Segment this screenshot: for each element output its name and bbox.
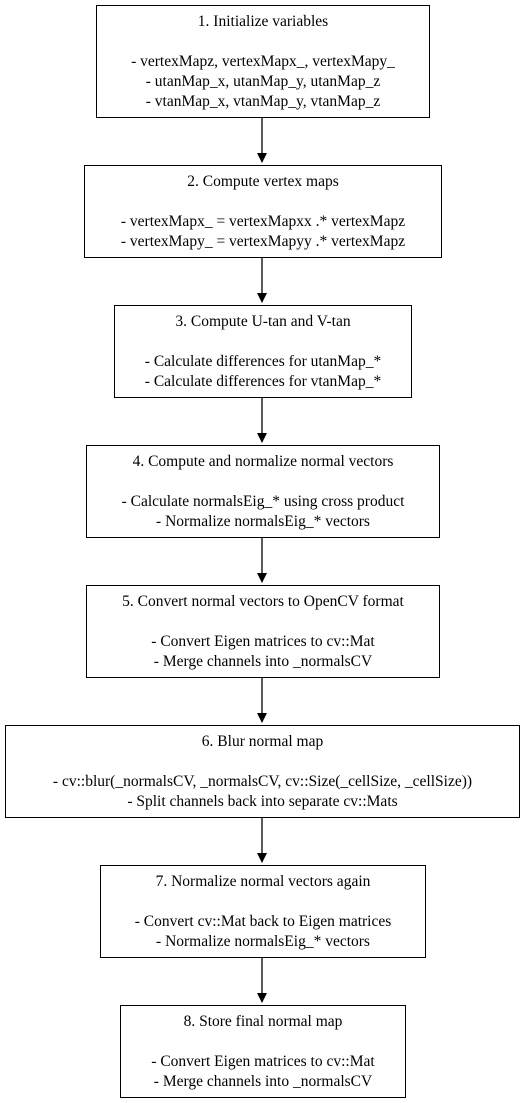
step-1-detail-2: - utanMap_x, utanMap_y, utanMap_z bbox=[145, 73, 381, 90]
step-5-title: 5. Convert normal vectors to OpenCV form… bbox=[122, 593, 404, 610]
step-8-box: 8. Store final normal map - Convert Eige… bbox=[120, 1005, 406, 1098]
step-6-detail-1: - cv::blur(_normalsCV, _normalsCV, cv::S… bbox=[52, 773, 473, 790]
step-6-title: 6. Blur normal map bbox=[201, 733, 324, 750]
step-4-detail-1: - Calculate normalsEig_* using cross pro… bbox=[121, 493, 405, 510]
step-4-detail-2: - Normalize normalsEig_* vectors bbox=[156, 513, 370, 530]
step-5-detail-1: - Convert Eigen matrices to cv::Mat bbox=[151, 633, 375, 650]
step-4-title: 4. Compute and normalize normal vectors bbox=[132, 453, 394, 470]
step-2-box: 2. Compute vertex maps - vertexMapx_ = v… bbox=[84, 165, 442, 258]
step-3-detail-2: - Calculate differences for vtanMap_* bbox=[144, 373, 382, 390]
step-1-box: 1. Initialize variables - vertexMapz, ve… bbox=[96, 5, 430, 118]
step-3-title: 3. Compute U-tan and V-tan bbox=[175, 313, 351, 330]
step-6-box: 6. Blur normal map - cv::blur(_normalsCV… bbox=[5, 725, 520, 818]
step-4-box: 4. Compute and normalize normal vectors … bbox=[86, 445, 440, 538]
step-2-title: 2. Compute vertex maps bbox=[187, 173, 339, 190]
step-7-detail-1: - Convert cv::Mat back to Eigen matrices bbox=[134, 913, 392, 930]
step-3-box: 3. Compute U-tan and V-tan - Calculate d… bbox=[114, 305, 412, 398]
step-1-detail-3: - vtanMap_x, vtanMap_y, vtanMap_z bbox=[145, 93, 381, 110]
step-3-detail-1: - Calculate differences for utanMap_* bbox=[144, 353, 382, 370]
step-5-box: 5. Convert normal vectors to OpenCV form… bbox=[86, 585, 440, 678]
step-7-detail-2: - Normalize normalsEig_* vectors bbox=[156, 933, 370, 950]
step-7-title: 7. Normalize normal vectors again bbox=[155, 873, 371, 890]
step-5-detail-2: - Merge channels into _normalsCV bbox=[153, 653, 373, 670]
step-2-detail-2: - vertexMapy_ = vertexMapyy .* vertexMap… bbox=[120, 233, 406, 250]
step-8-detail-1: - Convert Eigen matrices to cv::Mat bbox=[151, 1053, 375, 1070]
step-8-detail-2: - Merge channels into _normalsCV bbox=[153, 1073, 373, 1090]
step-2-detail-1: - vertexMapx_ = vertexMapxx .* vertexMap… bbox=[120, 213, 406, 230]
step-1-detail-1: - vertexMapz, vertexMapx_, vertexMapy_ bbox=[131, 53, 395, 70]
step-8-title: 8. Store final normal map bbox=[183, 1013, 343, 1030]
step-7-box: 7. Normalize normal vectors again - Conv… bbox=[100, 865, 426, 958]
step-1-title: 1. Initialize variables bbox=[197, 13, 329, 30]
step-6-detail-2: - Split channels back into separate cv::… bbox=[127, 793, 398, 810]
